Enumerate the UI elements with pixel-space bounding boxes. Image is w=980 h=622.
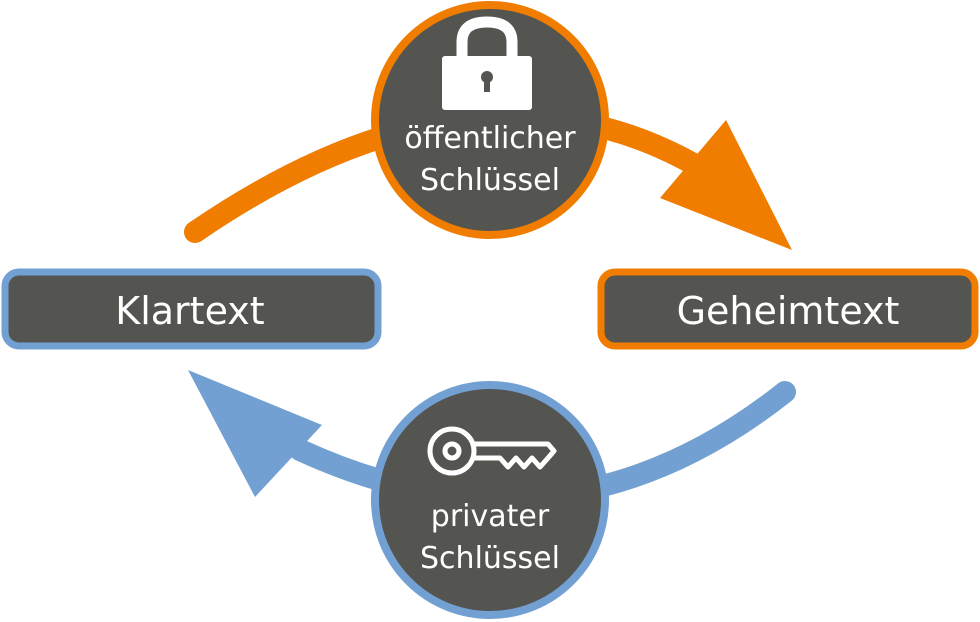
ciphertext-box: Geheimtext: [597, 268, 979, 350]
private-key-label-line1: privater: [431, 499, 550, 534]
padlock-icon: [442, 16, 532, 110]
public-key-label-line2: Schlüssel: [420, 163, 560, 198]
ciphertext-label: Geheimtext: [677, 289, 900, 333]
key-icon: [427, 426, 557, 476]
plaintext-box: Klartext: [1, 268, 382, 350]
decryption-arrowhead: [188, 370, 322, 497]
private-key-label-line2: Schlüssel: [420, 541, 560, 576]
private-key-circle: privater Schlüssel: [371, 381, 609, 619]
encryption-arrowhead: [660, 120, 792, 250]
plaintext-label: Klartext: [115, 289, 264, 333]
public-key-label-line1: öffentlicher: [404, 121, 576, 156]
public-key-circle: öffentlicher Schlüssel: [371, 1, 609, 239]
